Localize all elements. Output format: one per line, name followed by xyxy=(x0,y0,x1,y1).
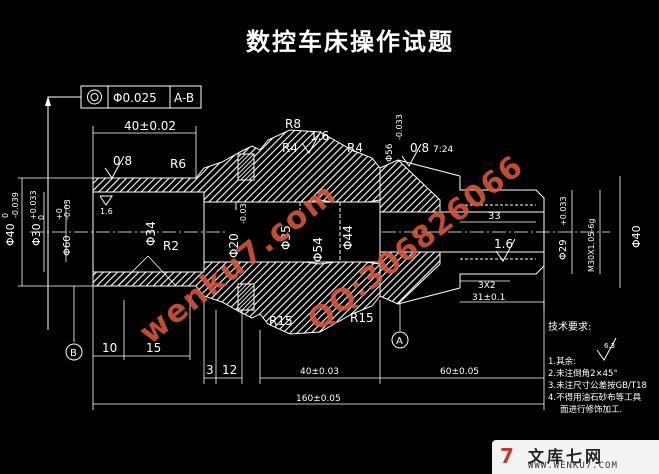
dim-dia-30-tol: +0.033 xyxy=(29,190,38,220)
dim-len-60: 60±0.05 xyxy=(440,367,479,377)
dim-dia-56-tol: -0.033 xyxy=(395,114,404,140)
roughness-marks xyxy=(99,130,516,262)
note-item-3: 3.未注尺寸公差按GB/T18 xyxy=(548,380,647,391)
dim-len-15: 15 xyxy=(146,341,161,355)
drawing-title: 数控车床操作试题 xyxy=(246,28,454,56)
dim-dia-20: Φ20 xyxy=(227,233,241,258)
right-dims xyxy=(460,176,621,310)
dim-dia-60-tol-low: -0.03 xyxy=(63,199,72,220)
dim-dia-60-tol: +0 xyxy=(55,208,64,220)
note-item-4: 4.不得用油石砂布等工具 xyxy=(548,392,642,403)
dim-rough-3: 0.8 xyxy=(410,141,429,155)
dim-dia-40: Φ40 xyxy=(4,223,17,246)
right-section xyxy=(379,159,545,305)
logo-mark-icon: 7 xyxy=(500,444,514,468)
dim-r2: R2 xyxy=(163,239,179,253)
dim-dia-40-tol: 0 xyxy=(1,213,10,218)
dim-len-12: 12 xyxy=(222,363,237,377)
dim-dia-54: Φ54 xyxy=(311,237,325,262)
note-item-2: 2.未注倒角2×45° xyxy=(548,368,618,379)
dim-dia-30: Φ30 xyxy=(30,223,43,246)
dim-r4-right: R4 xyxy=(347,141,363,155)
dim-rough-1: 1.6 xyxy=(310,129,329,143)
concentricity-symbol-icon xyxy=(87,89,102,105)
dim-rough-2: 0.8 xyxy=(113,154,132,168)
bottom-dims xyxy=(92,286,545,410)
dim-rough-5: 1.6 xyxy=(494,237,513,251)
logo-site-url: WWW.WENKU7.COM xyxy=(528,461,618,471)
left-diameter-dims xyxy=(18,177,93,287)
dim-len-160: 160±0.05 xyxy=(296,394,341,404)
dim-dia-20-tol: -0.03 xyxy=(239,203,248,224)
datum-b-marker: B xyxy=(65,286,83,361)
dim-r8: R8 xyxy=(285,117,301,131)
dim-dia-35: Φ35 xyxy=(279,225,293,250)
svg-text:B: B xyxy=(70,348,77,359)
dim-dia-30-tol-low: 0 xyxy=(37,215,46,220)
dim-dia-60: Φ60 xyxy=(62,235,73,256)
dim-r6: R6 xyxy=(170,157,186,171)
tolerance-datum: A-B xyxy=(174,91,194,105)
dim-dia-40-tol-low: -0.039 xyxy=(11,192,20,218)
dim-len-3: 3 xyxy=(206,363,214,377)
note-item-1: 1.其余: xyxy=(548,356,576,367)
dim-dia-44: Φ44 xyxy=(341,225,355,250)
datum-a-marker: A xyxy=(391,304,409,349)
dim-taper: 7:24 xyxy=(433,145,453,155)
dim-dia-29: Φ29 xyxy=(558,239,569,260)
notes-roughness: 6.3 xyxy=(604,342,615,350)
dim-len-31: 31±0.1 xyxy=(472,293,505,303)
dim-dia-29-tol: +0.033 xyxy=(559,196,568,226)
dim-len-33: 33 xyxy=(488,211,501,222)
dim-r15-right: R15 xyxy=(350,311,374,325)
dim-dia-56: Φ56 xyxy=(385,143,395,162)
dim-dia-40-right: Φ40 xyxy=(630,225,643,248)
dim-rough-4: 1.6 xyxy=(100,207,113,216)
dim-top-length xyxy=(92,126,197,178)
dim-dia-34: Φ34 xyxy=(144,221,158,246)
note-item-5: 面进行修饰加工. xyxy=(560,404,622,415)
dim-r15-left: R15 xyxy=(269,314,293,328)
dim-len-10: 10 xyxy=(102,341,117,355)
dim-top-length-label: 40±0.02 xyxy=(124,119,176,133)
footer-logo: 7 文库七网 WWW.WENKU7.COM xyxy=(492,440,659,474)
tech-notes: 技术要求: 6.3 1.其余: 2.未注倒角2×45° 3.未注尺寸公差按GB/… xyxy=(548,320,647,415)
svg-text:A: A xyxy=(396,336,403,347)
dim-len-3x2: 3X2 xyxy=(478,281,496,291)
notes-heading: 技术要求: xyxy=(548,320,591,333)
tolerance-frame: Φ0.025 A-B xyxy=(45,85,202,330)
dim-thread: M30X1.05-6g xyxy=(587,219,596,272)
dim-len-40: 40±0.03 xyxy=(300,367,339,377)
logo-site-name: 文库七网 xyxy=(528,447,605,466)
tolerance-value: Φ0.025 xyxy=(113,91,157,105)
dim-r4-left: R4 xyxy=(282,141,298,155)
